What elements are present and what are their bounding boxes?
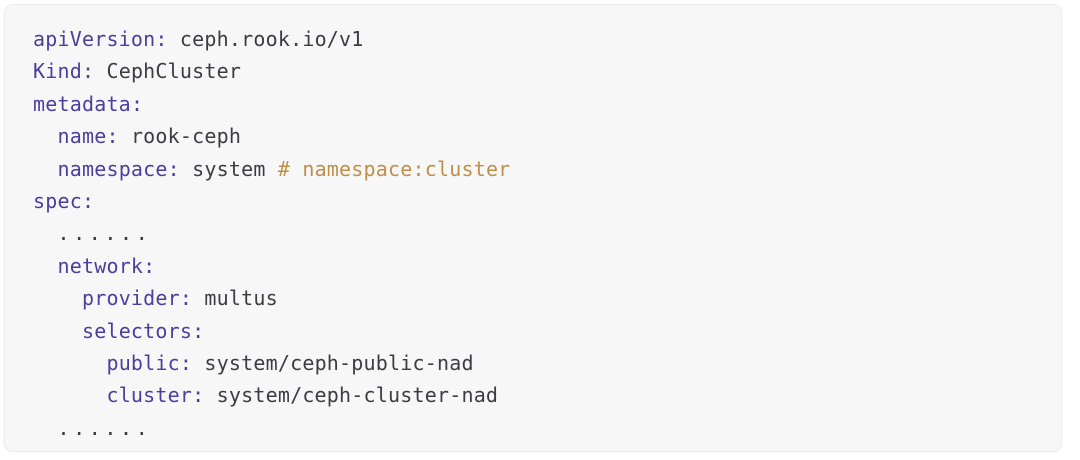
code-line: selectors: <box>33 315 1061 347</box>
colon-token: : <box>143 253 156 278</box>
indent-spacer <box>33 319 82 343</box>
colon-token: : <box>167 156 180 181</box>
indent-spacer <box>33 286 82 310</box>
colon-token: : <box>179 350 193 375</box>
code-line: namespace: system # namespace:cluster <box>33 153 1061 185</box>
key-token: Kind <box>33 59 82 84</box>
colon-token: : <box>155 27 168 51</box>
code-line: apiVersion: ceph.rook.io/v1 <box>33 23 1061 55</box>
indent-spacer <box>33 124 57 148</box>
value-token: system/ceph-public-nad <box>192 350 474 375</box>
code-line: ...... <box>33 412 1061 444</box>
code-line: ...... <box>33 217 1061 249</box>
colon-token: : <box>179 286 193 311</box>
key-token: spec <box>33 188 82 213</box>
indent-spacer <box>33 157 57 181</box>
key-token: selectors <box>81 318 193 343</box>
colon-token: : <box>106 124 119 149</box>
indent-spacer <box>33 351 106 375</box>
key-token: apiVersion <box>33 27 156 51</box>
indent-spacer <box>33 221 57 245</box>
colon-token: : <box>81 188 95 213</box>
code-line: spec: <box>33 185 1061 217</box>
colon-token: : <box>130 91 144 116</box>
indent-spacer <box>33 254 57 278</box>
indent-spacer <box>33 416 57 440</box>
code-line: network: <box>33 250 1061 282</box>
value-token: system/ceph-cluster-nad <box>204 383 499 408</box>
key-token: provider <box>81 286 180 311</box>
ellipsis-token: ...... <box>57 415 152 440</box>
colon-token: : <box>81 59 95 84</box>
colon-token: : <box>192 318 205 343</box>
code-line: cluster: system/ceph-cluster-nad <box>33 379 1061 411</box>
key-token: name <box>57 124 107 149</box>
key-token: public <box>106 350 180 375</box>
code-line: name: rook-ceph <box>33 120 1061 152</box>
key-token: cluster <box>106 383 193 408</box>
ellipsis-token: ...... <box>57 221 152 246</box>
comment-token: # namespace:cluster <box>277 156 511 181</box>
indent-spacer <box>33 383 106 407</box>
key-token: metadata <box>33 91 131 116</box>
key-token: network <box>57 253 144 278</box>
value-token: ceph.rook.io/v1 <box>167 27 364 51</box>
code-line: Kind: CephCluster <box>33 55 1061 87</box>
code-line: public: system/ceph-public-nad <box>33 347 1061 379</box>
code-line: provider: multus <box>33 282 1061 314</box>
code-line: metadata: <box>33 88 1061 120</box>
value-token: CephCluster <box>94 59 242 84</box>
value-token: system <box>179 156 278 181</box>
value-token: rook-ceph <box>118 124 242 149</box>
value-token: multus <box>192 286 278 311</box>
key-token: namespace <box>57 156 168 181</box>
colon-token: : <box>192 383 205 408</box>
